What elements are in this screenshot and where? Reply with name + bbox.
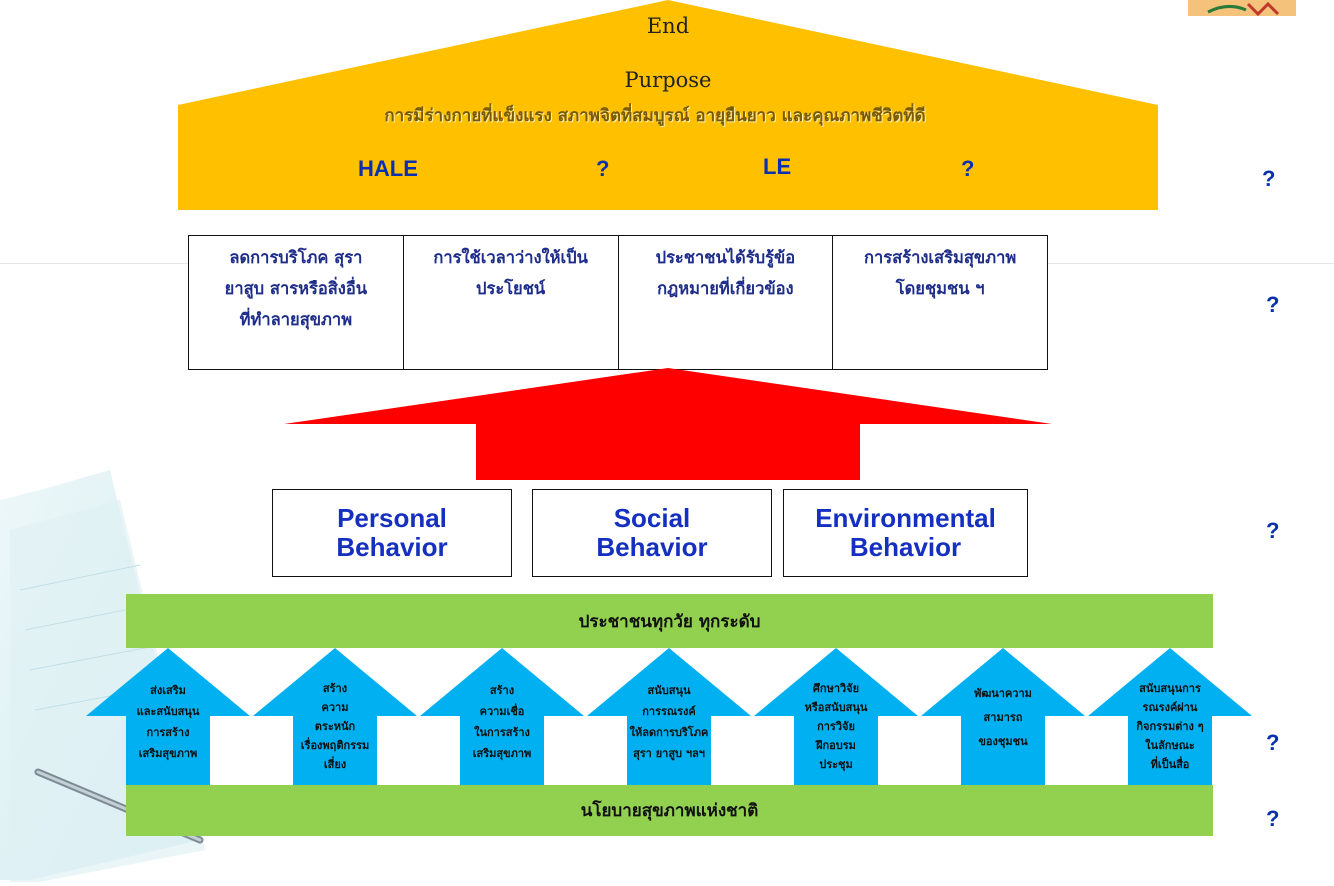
roof-end-label: End bbox=[646, 14, 690, 38]
big-red-arrow bbox=[284, 368, 1052, 480]
metric-unknown-1: ? bbox=[596, 156, 610, 181]
pillar-line: การสร้าง bbox=[146, 726, 190, 739]
behavior-line: Social bbox=[613, 503, 691, 533]
goal-line: ลดการบริโภค สุรา bbox=[229, 248, 363, 267]
pillar-line: หรือสนับสนุน bbox=[804, 701, 868, 714]
pillar-line: การวิจัย bbox=[817, 720, 855, 733]
goal-line: ยาสูบ สารหรือสิ่งอื่น bbox=[224, 279, 368, 298]
pillar-line: เสริมสุขภาพ bbox=[472, 747, 532, 760]
pillar-line: เสี่ยง bbox=[323, 758, 347, 771]
behavior-line: Personal bbox=[337, 503, 447, 533]
goal-line: กฎหมายที่เกี่ยวข้อง bbox=[657, 279, 794, 298]
pillar-line: พัฒนาความ bbox=[974, 687, 1032, 700]
pillar-line: และสนับสนุน bbox=[136, 705, 200, 718]
goals-row: ลดการบริโภค สุรายาสูบ สารหรือสิ่งอื่นที่… bbox=[188, 235, 1048, 370]
pillar-label: สนับสนุนการ รณรงค์ผ่าน กิจกรรมต่าง ๆ ในล… bbox=[1110, 679, 1230, 774]
pillar-line: ส่งเสริม bbox=[150, 684, 186, 697]
goal-line: โดยชุมชน ฯ bbox=[895, 279, 985, 298]
pillar-line: ความเชื่อ bbox=[479, 705, 525, 718]
pillar-line: กิจกรรมต่าง ๆ bbox=[1136, 720, 1204, 733]
pillar-line: ประชุม bbox=[819, 758, 853, 771]
pillar-label: ส่งเสริม และสนับสนุน การสร้าง เสริมสุขภา… bbox=[108, 680, 228, 764]
pillar-label: สนับสนุน การรณรงค์ ให้ลดการบริโภค สุรา ย… bbox=[600, 680, 738, 764]
goal-line: การใช้เวลาว่างให้เป็น bbox=[433, 248, 588, 267]
pillar-line: ที่เป็นสื่อ bbox=[1150, 758, 1190, 771]
pillar-line: สร้าง bbox=[322, 682, 348, 695]
pillar-line: การรณรงค์ bbox=[642, 705, 696, 718]
pillar-line: เรื่องพฤติกรรม bbox=[300, 739, 370, 752]
behavior-line: Behavior bbox=[596, 532, 708, 562]
goal-cell: การใช้เวลาว่างให้เป็นประโยชน์ bbox=[404, 236, 619, 369]
clipart-corner-icon bbox=[1188, 0, 1296, 16]
goal-line: ประโยชน์ bbox=[476, 279, 546, 298]
pillar-line: รณรงค์ผ่าน bbox=[1142, 701, 1198, 714]
purpose-statement: การมีร่างกายที่แข็งแรง สภาพจิตที่สมบูรณ์… bbox=[384, 106, 926, 126]
band-national-policy: นโยบายสุขภาพแห่งชาติ bbox=[126, 785, 1213, 836]
pillar-label: พัฒนาความ สามารถ ของชุมชน bbox=[943, 682, 1063, 754]
pillar-line: ในการสร้าง bbox=[474, 726, 530, 739]
behavior-line: Behavior bbox=[849, 532, 962, 562]
question-mark: ? bbox=[1266, 730, 1280, 755]
pillar-line: ตระหนัก bbox=[314, 720, 356, 733]
pillar-line: ของชุมชน bbox=[978, 735, 1028, 748]
roof-purpose-label: Purpose bbox=[624, 68, 712, 92]
metric-unknown-2: ? bbox=[961, 156, 975, 181]
question-mark: ? bbox=[1266, 292, 1280, 317]
roof-shape bbox=[178, 0, 1158, 210]
question-mark: ? bbox=[1266, 806, 1280, 831]
band-all-people: ประชาชนทุกวัย ทุกระดับ bbox=[126, 594, 1213, 648]
pillar-line: สนับสนุน bbox=[647, 684, 691, 697]
pillar-line: ศึกษาวิจัย bbox=[812, 682, 860, 695]
metric-le: LE bbox=[763, 154, 792, 179]
question-mark: ? bbox=[1262, 166, 1276, 191]
pillar-line: สร้าง bbox=[489, 684, 515, 697]
pillar-line: สามารถ bbox=[983, 711, 1023, 724]
goal-cell: การสร้างเสริมสุขภาพโดยชุมชน ฯ bbox=[833, 236, 1047, 369]
metric-hale: HALE bbox=[358, 156, 418, 181]
pillar-line: สนับสนุนการ bbox=[1139, 682, 1201, 695]
pillar-label: ศึกษาวิจัย หรือสนับสนุน การวิจัย ฝึกอบรม… bbox=[776, 679, 896, 774]
pillar-label: สร้าง ความเชื่อ ในการสร้าง เสริมสุขภาพ bbox=[442, 680, 562, 764]
pillar-line: ฝึกอบรม bbox=[816, 739, 856, 752]
pillar-line: ให้ลดการบริโภค bbox=[629, 726, 709, 739]
pillar-line: ความ bbox=[321, 701, 349, 714]
pillar-line: เสริมสุขภาพ bbox=[138, 747, 198, 760]
behavior-line: Environmental bbox=[815, 503, 996, 533]
pillar-label: สร้าง ความ ตระหนัก เรื่องพฤติกรรม เสี่ยง bbox=[275, 679, 395, 774]
pillar-line: สุรา ยาสูบ ฯลฯ bbox=[633, 747, 705, 760]
pillar-arrows bbox=[86, 648, 1252, 788]
goal-line: ประชาชนได้รับรู้ข้อ bbox=[655, 248, 796, 267]
goal-cell: ลดการบริโภค สุรายาสูบ สารหรือสิ่งอื่นที่… bbox=[189, 236, 404, 369]
question-mark: ? bbox=[1266, 518, 1280, 543]
goal-line: การสร้างเสริมสุขภาพ bbox=[864, 248, 1017, 267]
goal-cell: ประชาชนได้รับรู้ข้อกฎหมายที่เกี่ยวข้อง bbox=[619, 236, 834, 369]
behavior-line: Behavior bbox=[336, 532, 448, 562]
goal-line: ที่ทำลายสุขภาพ bbox=[239, 310, 353, 329]
pillar-line: ในลักษณะ bbox=[1145, 739, 1195, 752]
